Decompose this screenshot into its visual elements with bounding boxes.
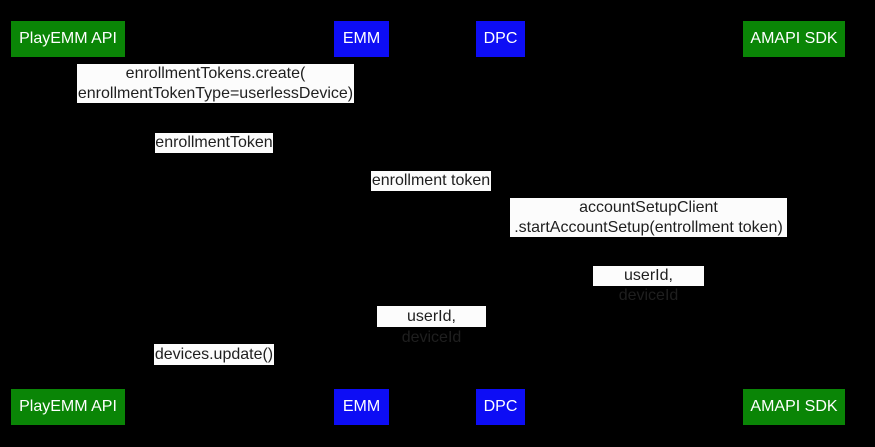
message-enrollmenttokens-create: enrollmentTokens.create( enrollmentToken… <box>77 64 354 103</box>
actor-playemm-api-top: PlayEMM API <box>11 21 125 57</box>
actor-emm-bottom: EMM <box>334 389 389 425</box>
message-userid-deviceid-forward: userId, deviceId <box>377 306 486 346</box>
actor-amapi-sdk-top: AMAPI SDK <box>743 21 845 57</box>
actor-dpc-top: DPC <box>476 21 525 57</box>
actor-emm-top: EMM <box>334 21 389 57</box>
message-enrollment-token: enrollment token <box>371 171 491 191</box>
actor-dpc-bottom: DPC <box>476 389 525 425</box>
message-enrollmenttoken-return: enrollmentToken <box>155 133 273 153</box>
actor-playemm-api-bottom: PlayEMM API <box>11 389 125 425</box>
message-start-account-setup: accountSetupClient .startAccountSetup(en… <box>510 198 787 237</box>
actor-amapi-sdk-bottom: AMAPI SDK <box>743 389 845 425</box>
message-devices-update: devices.update() <box>154 344 274 365</box>
message-userid-deviceid-return: userId, deviceId <box>593 266 704 304</box>
